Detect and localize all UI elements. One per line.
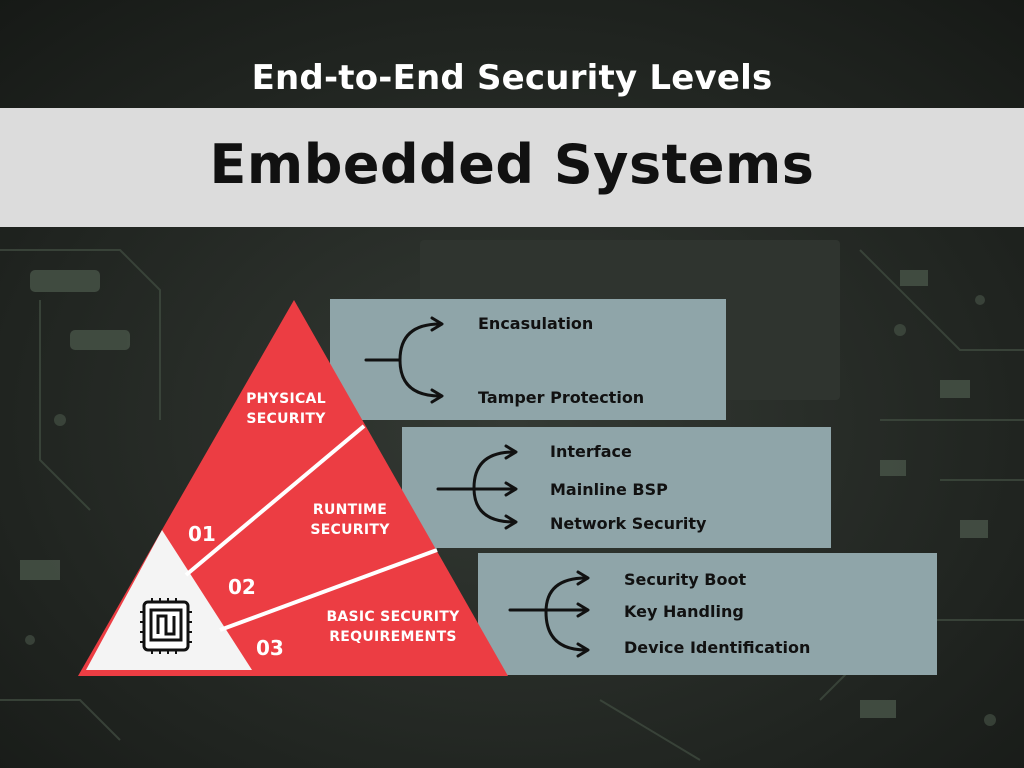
pyramid-divider-2 [219, 548, 438, 632]
title-band [0, 108, 1024, 227]
level-2-item: Mainline BSP [550, 480, 668, 499]
level-1-item: Encasulation [478, 314, 594, 333]
level-3-label: BASIC SECURITY REQUIREMENTS [318, 607, 468, 647]
level-3-item: Key Handling [624, 602, 744, 621]
level-2-item: Interface [550, 442, 632, 461]
branch-arrow-icon [436, 444, 518, 530]
level-1-label-line2: SECURITY [246, 411, 326, 427]
level-2-label-line1: RUNTIME [312, 502, 388, 518]
level-3-label-line2: REQUIREMENTS [329, 629, 457, 645]
level-2-number: 02 [228, 575, 256, 599]
level-1-label: PHYSICAL SECURITY [236, 389, 336, 429]
level-3-label-line1: BASIC SECURITY [326, 609, 460, 625]
chip-icon [140, 598, 192, 654]
branch-arrow-icon [364, 316, 444, 404]
level-2-label: RUNTIME SECURITY [298, 500, 402, 540]
level-2-item: Network Security [550, 514, 707, 533]
branch-arrow-icon [508, 570, 590, 658]
subtitle: End-to-End Security Levels [251, 58, 773, 98]
page-title: Embedded Systems [209, 133, 815, 196]
level-1-item: Tamper Protection [478, 388, 645, 407]
pyramid-divider-1 [184, 424, 366, 577]
level-3-item: Device Identification [624, 638, 811, 657]
level-1-label-line1: PHYSICAL [246, 391, 326, 407]
level-3-panel [478, 553, 937, 675]
level-2-label-line2: SECURITY [310, 522, 390, 538]
level-3-item: Security Boot [624, 570, 747, 589]
level-1-number: 01 [188, 522, 216, 546]
level-3-number: 03 [256, 636, 284, 660]
